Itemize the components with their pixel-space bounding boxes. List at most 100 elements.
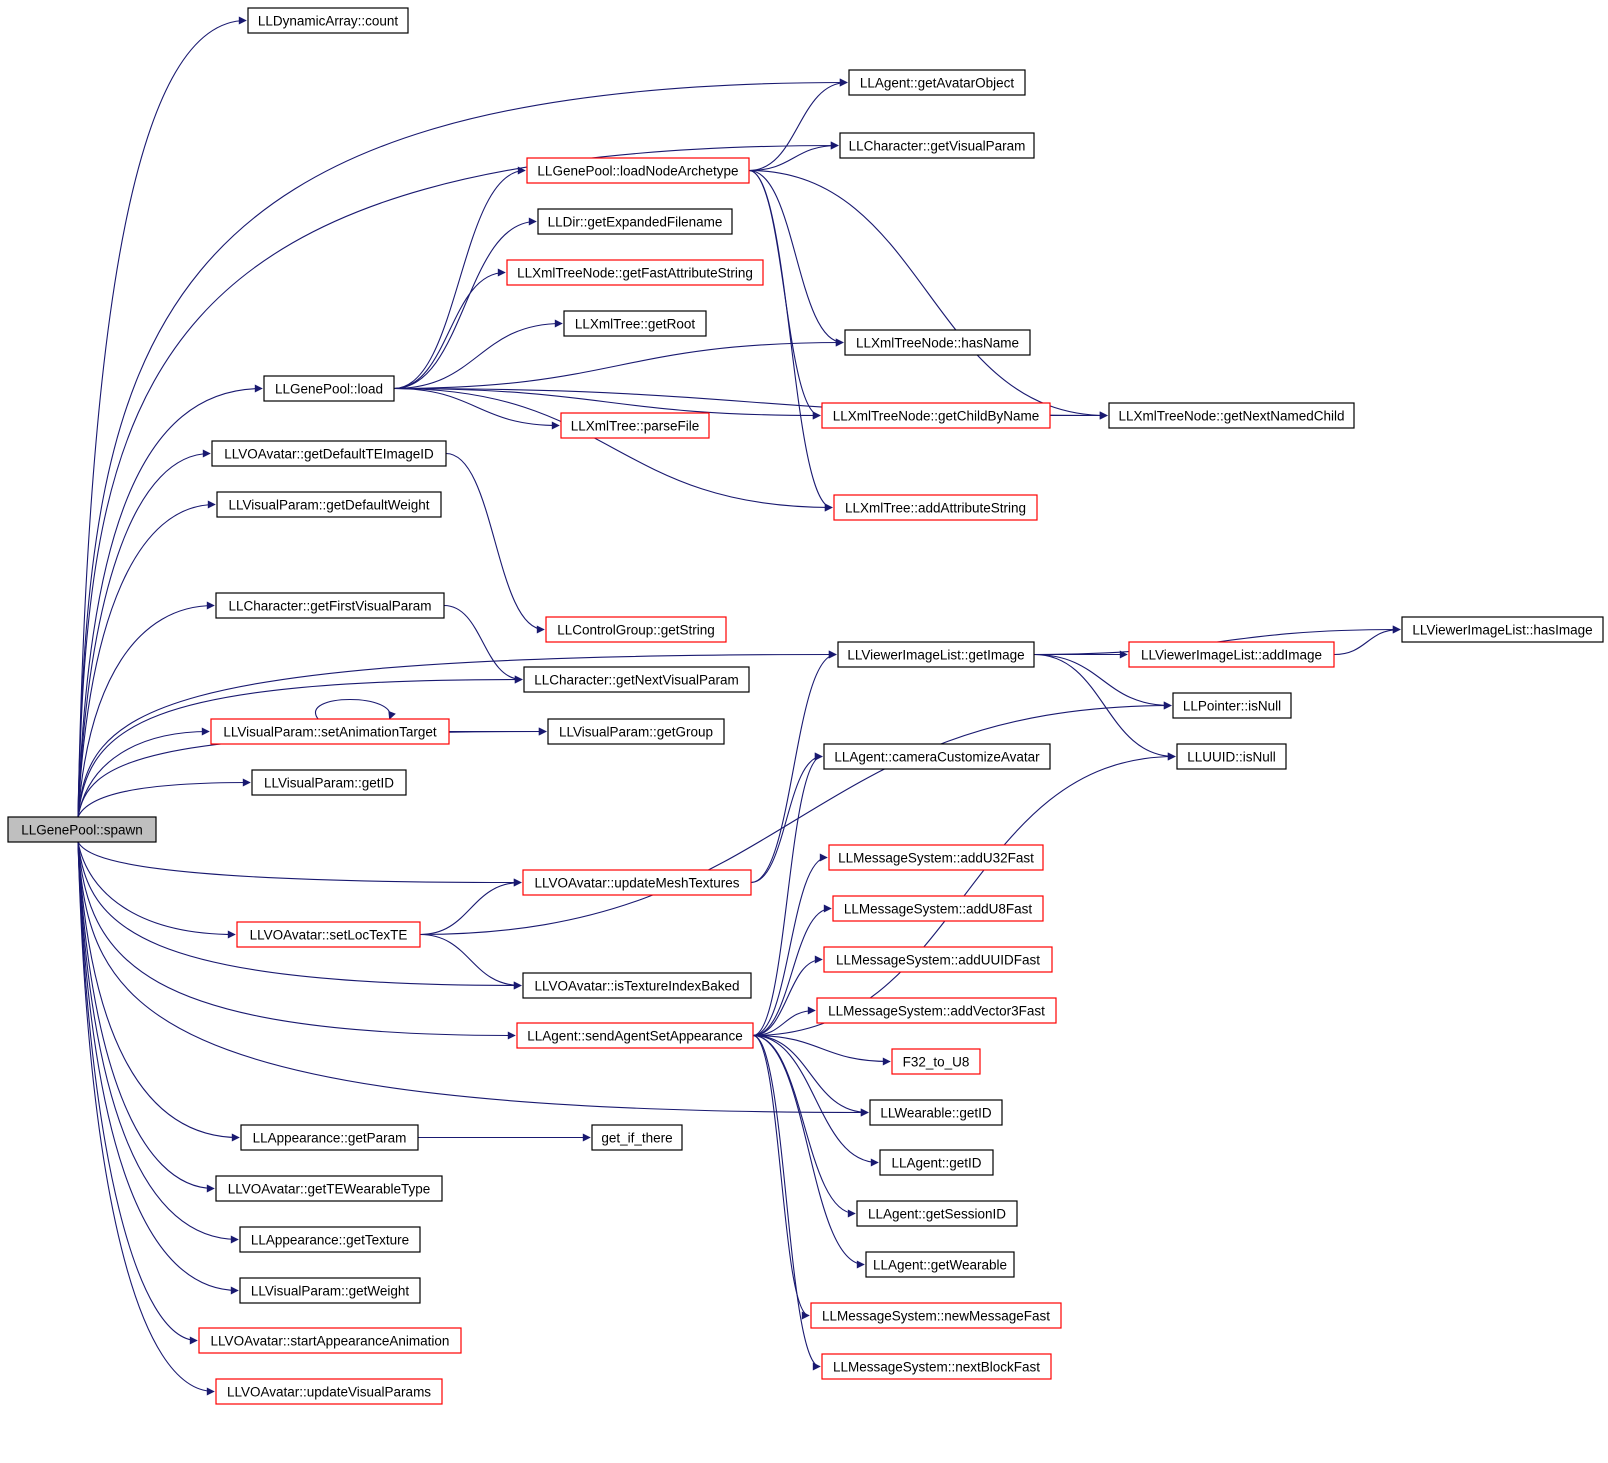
node-label: LLVOAvatar::startAppearanceAnimation	[211, 1334, 450, 1349]
edge-load-to-getExpandedFilename	[393, 217, 537, 390]
node-getGroup[interactable]: LLVisualParam::getGroup	[547, 718, 725, 745]
node-box	[251, 769, 407, 796]
node-wearableGetID[interactable]: LLWearable::getID	[869, 1099, 1003, 1126]
node-label: LLViewerImageList::addImage	[1141, 648, 1322, 663]
node-getRoot[interactable]: LLXmlTree::getRoot	[563, 310, 707, 337]
node-getImage[interactable]: LLViewerImageList::getImage	[837, 641, 1035, 668]
edge-sendAgentSetAppearance-to-wearableGetID	[752, 1034, 869, 1117]
node-label: LLPointer::isNull	[1183, 699, 1281, 714]
node-box	[891, 1048, 981, 1075]
node-label: LLXmlTree::addAttributeString	[845, 501, 1026, 516]
edge-addImage-to-hasImage	[1333, 625, 1401, 656]
node-hasName[interactable]: LLXmlTreeNode::hasName	[844, 329, 1031, 356]
node-getWeight[interactable]: LLVisualParam::getWeight	[239, 1277, 421, 1304]
node-getParam[interactable]: LLAppearance::getParam	[240, 1124, 419, 1151]
node-getString[interactable]: LLControlGroup::getString	[545, 616, 727, 643]
node-getExpandedFilename[interactable]: LLDir::getExpandedFilename	[537, 208, 733, 235]
node-getSessionID[interactable]: LLAgent::getSessionID	[856, 1200, 1018, 1227]
edge-setLocTexTE-to-updateMeshTextures	[419, 878, 522, 936]
node-label: LLControlGroup::getString	[557, 623, 715, 638]
node-ptrIsNull[interactable]: LLPointer::isNull	[1172, 692, 1292, 719]
node-addU8Fast[interactable]: LLMessageSystem::addU8Fast	[832, 895, 1044, 922]
edge-loadNodeArchetype-to-getNextNamedChild	[748, 169, 1108, 420]
node-label: LLXmlTree::parseFile	[571, 419, 700, 434]
node-label: LLAppearance::getParam	[253, 1131, 407, 1146]
node-box	[198, 1327, 462, 1354]
node-isTextureIndexBaked[interactable]: LLVOAvatar::isTextureIndexBaked	[522, 972, 752, 999]
node-addVector3Fast[interactable]: LLMessageSystem::addVector3Fast	[816, 997, 1057, 1024]
node-getWearable[interactable]: LLAgent::getWearable	[865, 1251, 1015, 1278]
node-cameraCustomizeAvatar[interactable]: LLAgent::cameraCustomizeAvatar	[823, 743, 1051, 770]
node-parseFile[interactable]: LLXmlTree::parseFile	[560, 412, 710, 439]
edge-spawn-to-getVisualParam	[77, 141, 839, 818]
edge-spawn-to-getImage	[77, 650, 837, 818]
node-updateVisualParams[interactable]: LLVOAvatar::updateVisualParams	[215, 1378, 443, 1405]
edge-spawn-to-getParam	[77, 841, 240, 1142]
node-getIfThere[interactable]: get_if_there	[591, 1124, 683, 1151]
node-updateMeshTextures[interactable]: LLVOAvatar::updateMeshTextures	[522, 869, 752, 896]
node-startAppearanceAnimation[interactable]: LLVOAvatar::startAppearanceAnimation	[198, 1327, 462, 1354]
node-f32ToU8[interactable]: F32_to_U8	[891, 1048, 981, 1075]
node-vpGetID[interactable]: LLVisualParam::getID	[251, 769, 407, 796]
node-label: LLMessageSystem::addUUIDFast	[836, 953, 1040, 968]
node-getAvatarObject[interactable]: LLAgent::getAvatarObject	[848, 69, 1026, 96]
node-agentGetID[interactable]: LLAgent::getID	[879, 1149, 994, 1176]
edge-spawn-to-isTextureIndexBaked	[77, 841, 522, 990]
node-getDefaultTEImageID[interactable]: LLVOAvatar::getDefaultTEImageID	[211, 440, 447, 467]
node-getTEWearableType[interactable]: LLVOAvatar::getTEWearableType	[215, 1175, 443, 1202]
node-box	[865, 1251, 1015, 1278]
node-loadNodeArchetype[interactable]: LLGenePool::loadNodeArchetype	[526, 157, 750, 184]
node-box	[247, 7, 409, 34]
node-getFirstVisualParam[interactable]: LLCharacter::getFirstVisualParam	[215, 592, 445, 619]
node-label: LLVisualParam::getWeight	[251, 1284, 410, 1299]
node-getTexture[interactable]: LLAppearance::getTexture	[239, 1226, 421, 1253]
edge-setAnimationTarget-to-setAnimationTarget	[314, 699, 396, 720]
node-getChildByName[interactable]: LLXmlTreeNode::getChildByName	[821, 402, 1051, 429]
edge-updateMeshTextures-to-getImage	[750, 650, 837, 884]
node-label: LLAppearance::getTexture	[251, 1233, 409, 1248]
edge-sendAgentSetAppearance-to-addUUIDFast	[752, 955, 823, 1037]
node-box	[236, 921, 421, 948]
edge-spawn-to-getNextVisualParam	[77, 675, 523, 818]
node-setAnimationTarget[interactable]: LLVisualParam::setAnimationTarget	[210, 718, 450, 745]
node-nextBlockFast[interactable]: LLMessageSystem::nextBlockFast	[821, 1353, 1052, 1380]
node-spawn[interactable]: LLGenePool::spawn	[7, 816, 157, 843]
edge-sendAgentSetAppearance-to-nextBlockFast	[752, 1034, 821, 1371]
edge-spawn-to-wearableGetID	[77, 841, 869, 1117]
node-setLocTexTE[interactable]: LLVOAvatar::setLocTexTE	[236, 921, 421, 948]
edge-load-to-parseFile	[393, 387, 560, 430]
node-getFastAttributeString[interactable]: LLXmlTreeNode::getFastAttributeString	[506, 259, 764, 286]
node-uuidIsNull[interactable]: LLUUID::isNull	[1176, 743, 1287, 770]
edge-loadNodeArchetype-to-addAttributeString	[748, 169, 833, 512]
node-addU32Fast[interactable]: LLMessageSystem::addU32Fast	[828, 844, 1044, 871]
node-getDefaultWeight[interactable]: LLVisualParam::getDefaultWeight	[216, 491, 442, 518]
node-getNextNamedChild[interactable]: LLXmlTreeNode::getNextNamedChild	[1108, 402, 1355, 429]
node-label: LLMessageSystem::addU32Fast	[838, 851, 1034, 866]
edge-updateMeshTextures-to-cameraCustomizeAvatar	[750, 752, 823, 884]
node-load[interactable]: LLGenePool::load	[263, 375, 395, 402]
edge-load-to-getChildByName	[393, 387, 821, 420]
edge-spawn-to-load	[77, 384, 263, 818]
edge-sendAgentSetAppearance-to-newMessageFast	[752, 1034, 810, 1320]
node-sendAgentSetAppearance[interactable]: LLAgent::sendAgentSetAppearance	[516, 1022, 754, 1049]
node-addUUIDFast[interactable]: LLMessageSystem::addUUIDFast	[823, 946, 1053, 973]
node-addImage[interactable]: LLViewerImageList::addImage	[1128, 641, 1335, 668]
node-box	[833, 494, 1038, 521]
node-getNextVisualParam[interactable]: LLCharacter::getNextVisualParam	[523, 666, 750, 693]
edge-setLocTexTE-to-isTextureIndexBaked	[419, 933, 522, 990]
node-addAttributeString[interactable]: LLXmlTree::addAttributeString	[833, 494, 1038, 521]
node-box	[869, 1099, 1003, 1126]
node-hasImage[interactable]: LLViewerImageList::hasImage	[1401, 616, 1604, 643]
edge-load-to-getFastAttributeString	[393, 268, 506, 390]
node-box	[545, 616, 727, 643]
node-count[interactable]: LLDynamicArray::count	[247, 7, 409, 34]
node-getVisualParam[interactable]: LLCharacter::getVisualParam	[839, 132, 1035, 159]
node-box	[1128, 641, 1335, 668]
node-label: LLXmlTree::getRoot	[575, 317, 696, 332]
edge-spawn-to-getDefaultTEImageID	[77, 449, 211, 818]
node-newMessageFast[interactable]: LLMessageSystem::newMessageFast	[810, 1302, 1062, 1329]
node-label: LLCharacter::getVisualParam	[849, 139, 1026, 154]
node-label: LLMessageSystem::newMessageFast	[822, 1309, 1050, 1324]
edge-spawn-to-getWeight	[77, 841, 239, 1295]
node-box	[832, 895, 1044, 922]
